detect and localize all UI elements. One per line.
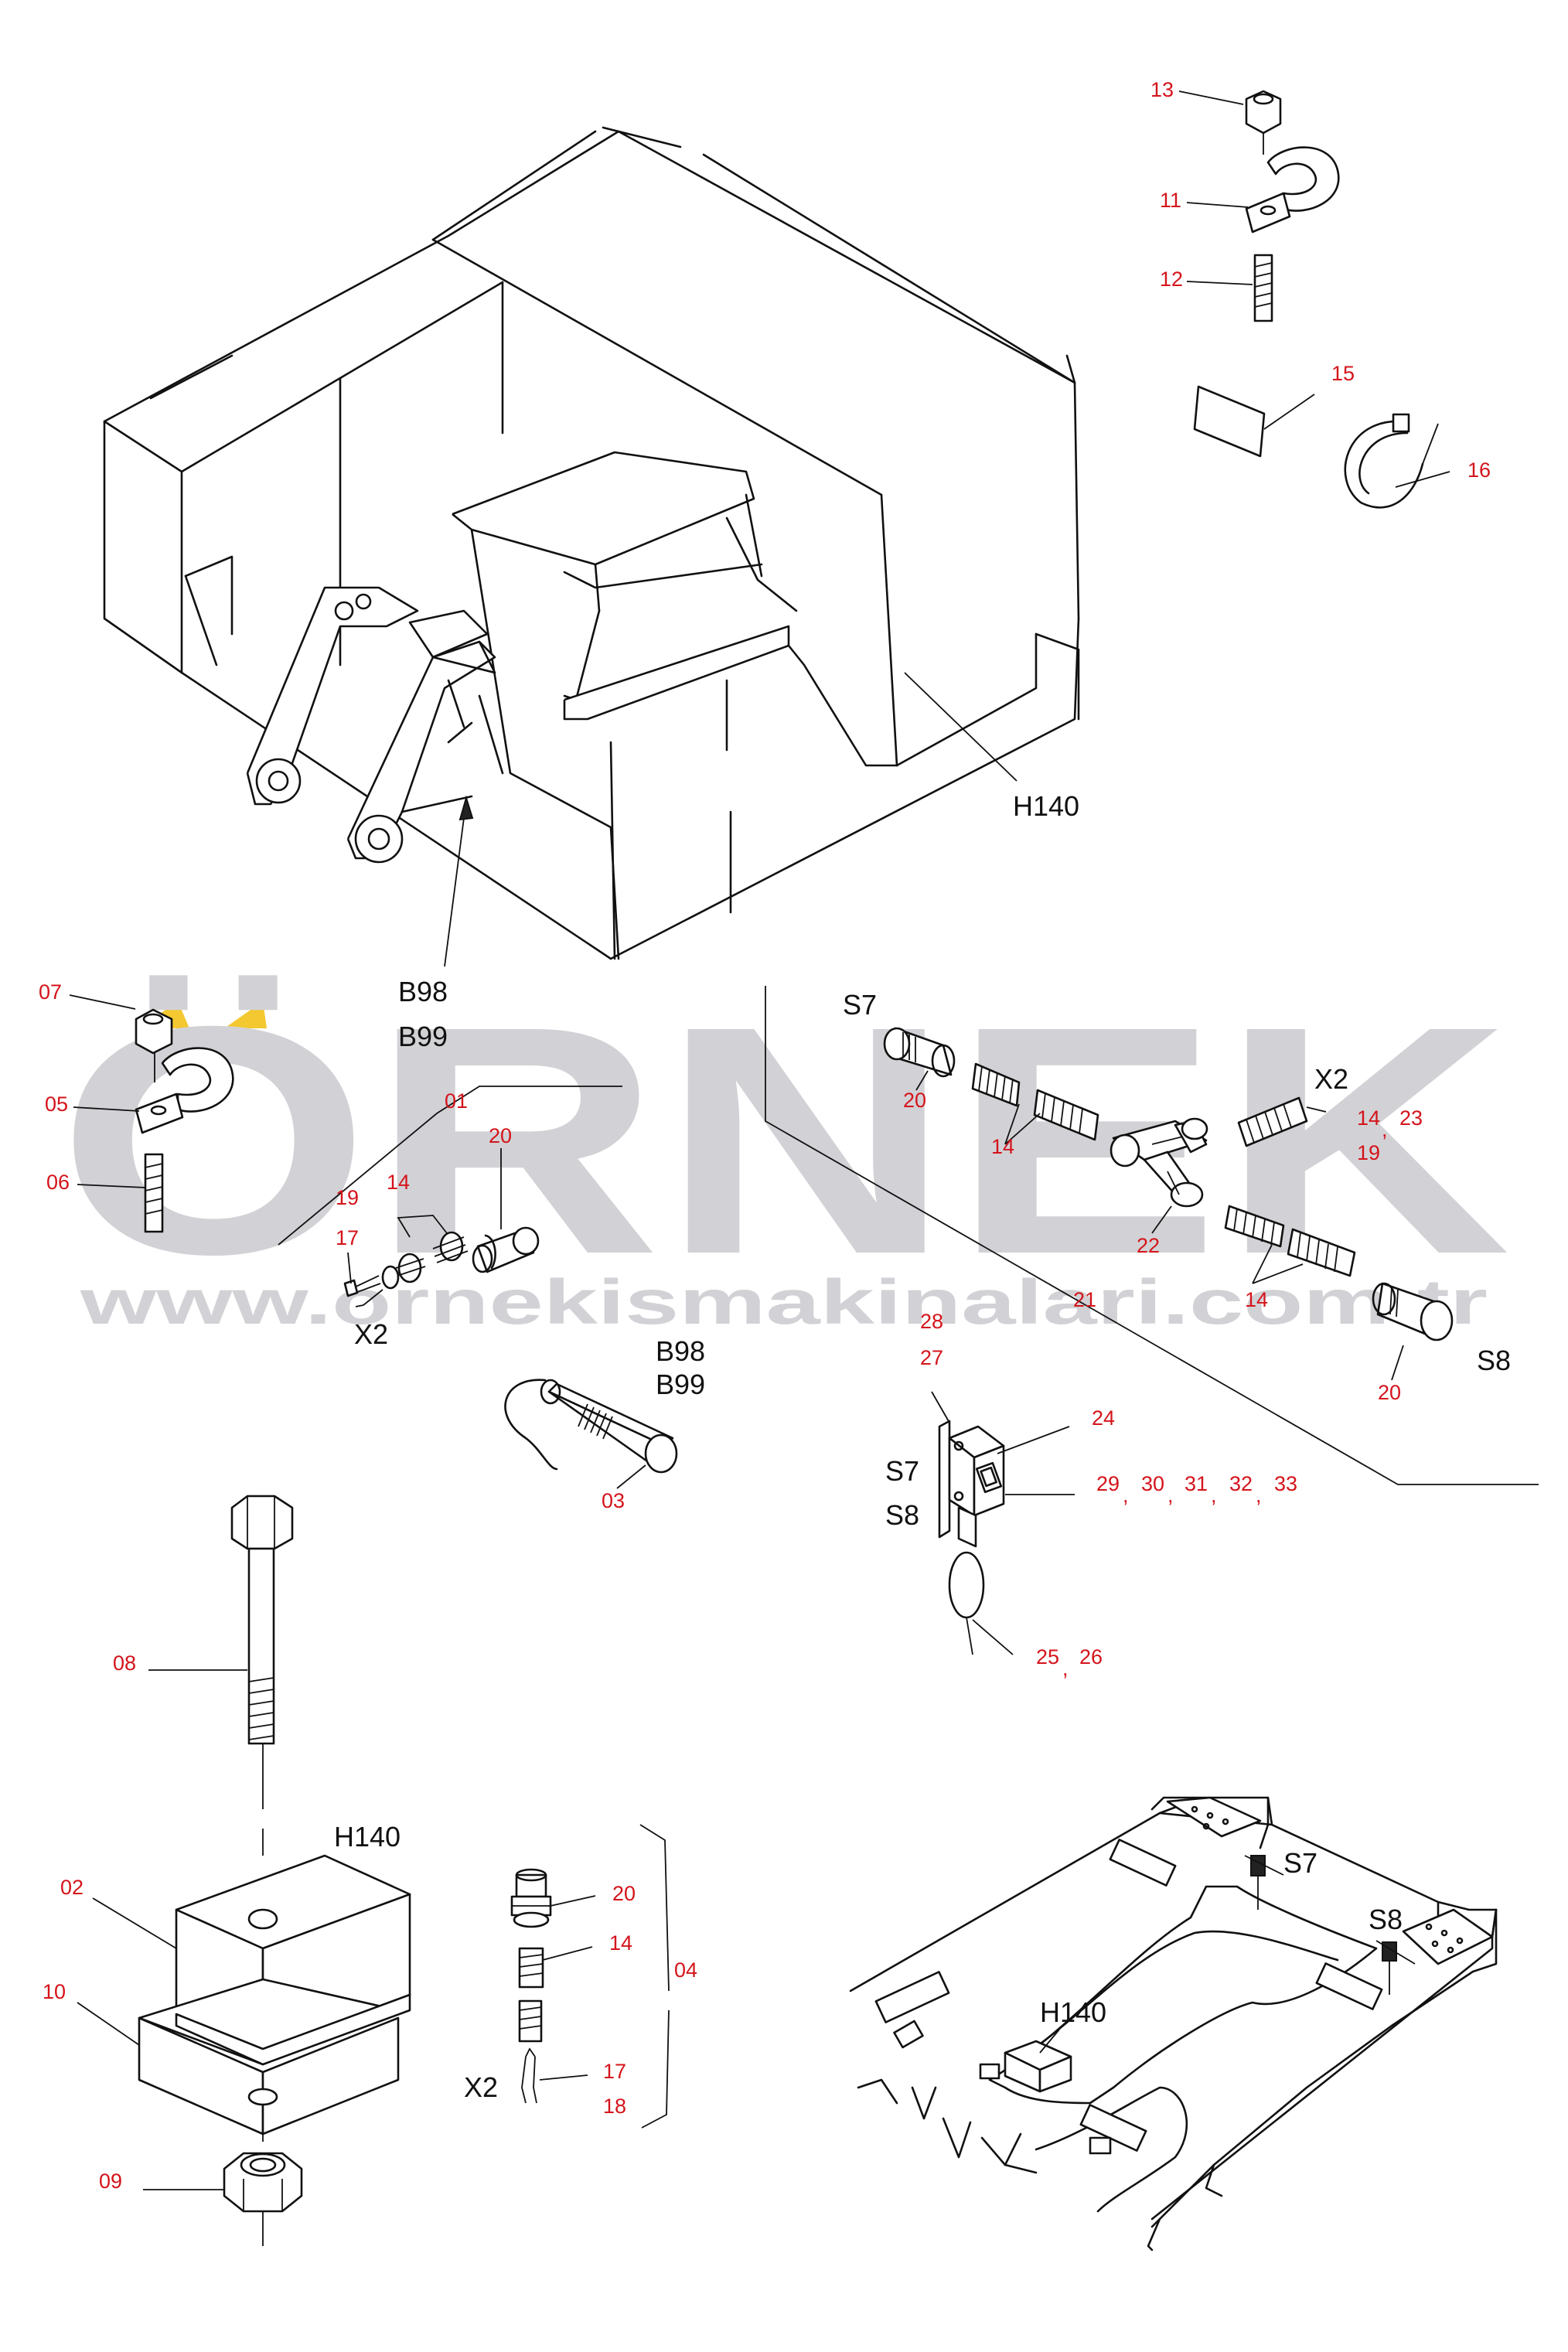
clamp-assembly-left — [135, 1008, 234, 1233]
callout-26: 26 — [1079, 1645, 1103, 1669]
label-h140-main: H140 — [1013, 790, 1079, 822]
callout-comma-c: , — [1167, 1484, 1174, 1507]
label-s8-frame: S8 — [1369, 1904, 1403, 1935]
limit-switch — [938, 1420, 1014, 1655]
callout-27: 27 — [920, 1346, 943, 1369]
label-s7-switch: S7 — [885, 1455, 919, 1487]
label-s7-frame: S7 — [1283, 1847, 1317, 1879]
connector-x2-left — [343, 1215, 678, 1474]
main-chassis-drawing — [103, 126, 1080, 960]
callout-comma-d: , — [1211, 1484, 1217, 1507]
clamp-assembly-top — [1193, 90, 1439, 509]
callout-19-b: 19 — [1357, 1141, 1380, 1164]
callout-32: 32 — [1229, 1472, 1253, 1495]
label-b99-sensor: B99 — [656, 1369, 705, 1400]
callout-20-d: 20 — [612, 1882, 636, 1905]
label-h140-frame: H140 — [1040, 1996, 1106, 2028]
callout-18: 18 — [603, 2095, 626, 2118]
callout-14-a: 14 — [387, 1171, 410, 1194]
callout-23: 23 — [1399, 1106, 1423, 1130]
wiring-harness — [765, 986, 1539, 1485]
callout-15: 15 — [1331, 362, 1355, 385]
frame-overview-drawing — [849, 1796, 1498, 2251]
label-x2-harness: X2 — [1314, 1063, 1348, 1095]
callout-17-b: 17 — [603, 2060, 626, 2083]
callout-05: 05 — [45, 1092, 68, 1116]
callout-20-b: 20 — [903, 1089, 926, 1112]
callout-comma-e: , — [1256, 1484, 1262, 1507]
watermark: ÖRNEK www.ornekismakinalari.com.tr — [57, 960, 1511, 1338]
callout-06: 06 — [46, 1171, 70, 1194]
callout-16: 16 — [1467, 458, 1491, 482]
callout-14-d: 14 — [1245, 1288, 1268, 1311]
spring-pair-left — [971, 1062, 1099, 1141]
callout-14-e: 14 — [609, 1931, 632, 1955]
callout-29: 29 — [1096, 1472, 1120, 1495]
callout-25: 25 — [1036, 1645, 1059, 1669]
label-s7-harness: S7 — [843, 989, 877, 1021]
callout-comma-f: , — [1062, 1657, 1069, 1680]
callout-02: 02 — [60, 1876, 84, 1899]
callout-03: 03 — [602, 1489, 625, 1512]
callout-31: 31 — [1185, 1472, 1208, 1495]
callout-22: 22 — [1137, 1234, 1160, 1257]
callout-01: 01 — [445, 1089, 468, 1113]
callout-11: 11 — [1160, 189, 1181, 212]
callout-17-a: 17 — [336, 1226, 359, 1249]
callout-14-c: 14 — [1357, 1106, 1380, 1130]
callout-04: 04 — [674, 1958, 697, 1982]
watermark-url: www.ornekismakinalari.com.tr — [79, 1267, 1488, 1338]
label-x2-left: X2 — [354, 1318, 388, 1350]
callout-10: 10 — [43, 1980, 66, 2003]
callout-24: 24 — [1092, 1406, 1115, 1430]
connector-x2-stack — [510, 1824, 670, 2129]
callout-33: 33 — [1274, 1472, 1297, 1495]
callout-19-a: 19 — [336, 1186, 359, 1209]
callout-14-b: 14 — [991, 1135, 1014, 1158]
label-x2-bottom: X2 — [464, 2071, 498, 2103]
label-b98-sensor: B98 — [656, 1335, 705, 1367]
label-s8-harness: S8 — [1477, 1345, 1511, 1376]
label-b98-main: B98 — [398, 976, 448, 1007]
watermark-accent-right — [224, 1001, 267, 1028]
callout-09: 09 — [99, 2170, 122, 2193]
callout-30: 30 — [1141, 1472, 1164, 1495]
callout-20-a: 20 — [489, 1124, 512, 1147]
callout-08: 08 — [113, 1652, 136, 1675]
callout-07: 07 — [39, 980, 62, 1004]
callout-comma-a: , — [1382, 1118, 1388, 1141]
watermark-brand: ÖRNEK — [57, 960, 1511, 1322]
callout-21: 21 — [1073, 1288, 1096, 1311]
callout-28: 28 — [920, 1310, 943, 1333]
callout-20-c: 20 — [1378, 1381, 1401, 1404]
callout-12: 12 — [1160, 268, 1183, 291]
label-s8-switch: S8 — [885, 1499, 919, 1531]
label-b99-main: B99 — [398, 1021, 448, 1052]
callout-13: 13 — [1150, 78, 1174, 101]
label-h140-block: H140 — [334, 1821, 401, 1853]
callout-comma-b: , — [1123, 1484, 1129, 1507]
mounting-block-assembly — [138, 1495, 411, 2246]
